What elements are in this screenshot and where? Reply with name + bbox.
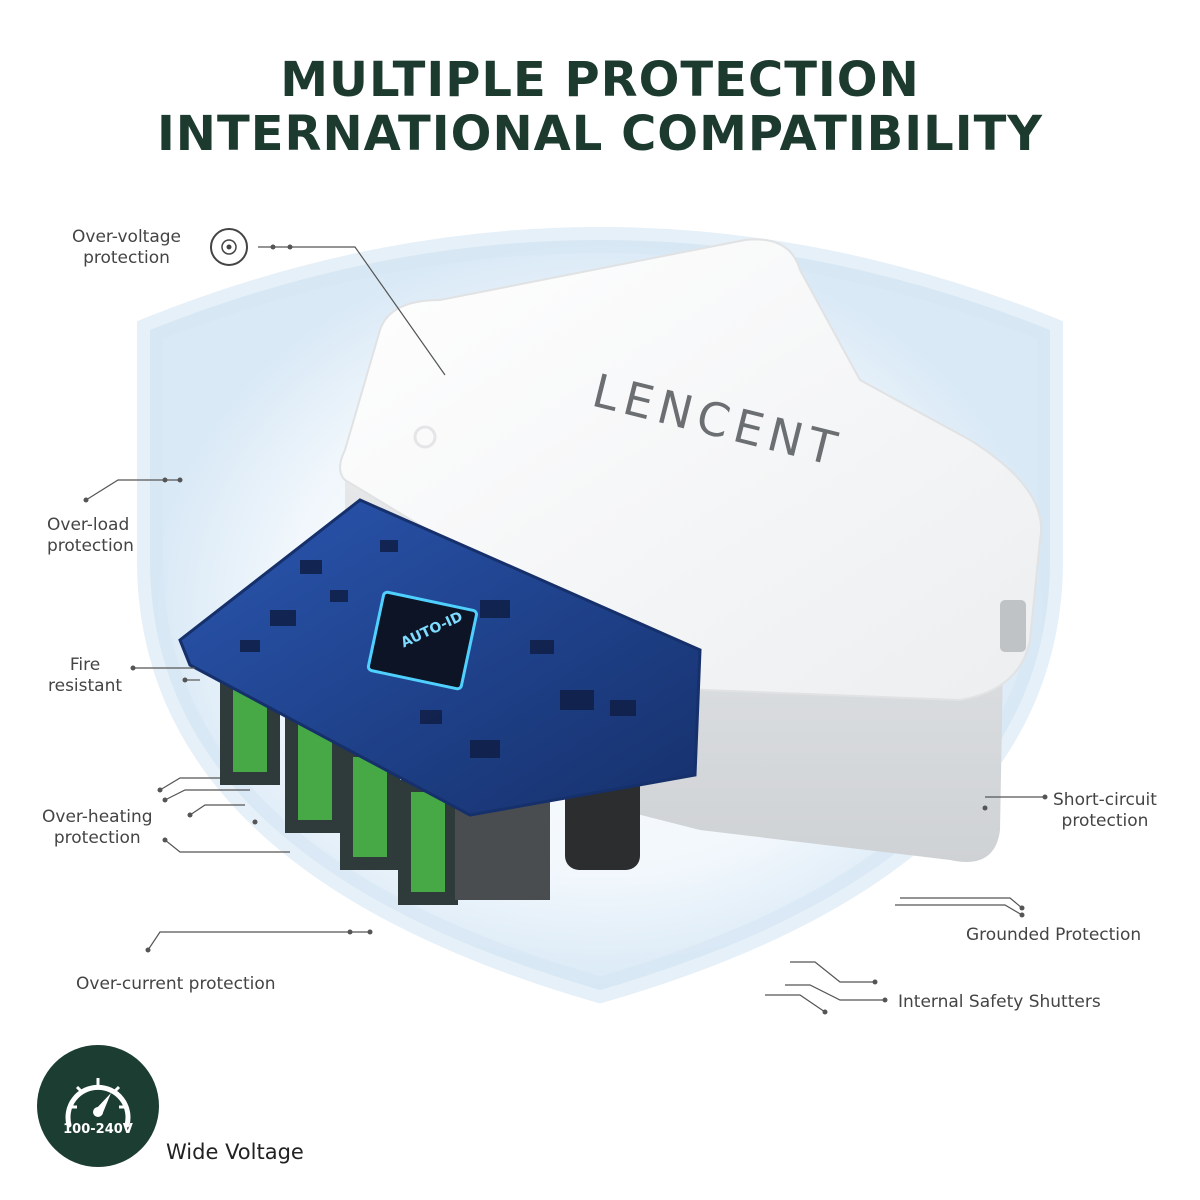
label-safety-shutters: Internal Safety Shutters xyxy=(898,992,1101,1012)
label-over-load: Over-load protection xyxy=(47,515,134,557)
prong xyxy=(1000,600,1026,652)
chip xyxy=(366,590,478,691)
label-over-voltage-line-1: Over-voltage xyxy=(72,227,181,247)
voltage-range: 100-240V xyxy=(63,1122,133,1137)
wide-voltage-label: Wide Voltage xyxy=(166,1140,304,1164)
leader-lines xyxy=(85,246,1045,1013)
label-over-voltage-line-2: protection xyxy=(83,248,170,268)
label-over-voltage: Over-voltage protection xyxy=(72,227,181,269)
label-fire-line-1: Fire xyxy=(69,655,101,675)
board-components xyxy=(240,540,636,758)
label-short-circuit: Short-circuit protection xyxy=(1053,790,1157,832)
label-over-heating-line-2: protection xyxy=(53,828,141,848)
label-over-heating: Over-heating protection xyxy=(42,807,153,849)
label-fire-resistant: Fire resistant xyxy=(48,655,122,697)
label-short-circuit-line-1: Short-circuit xyxy=(1053,790,1157,810)
label-grounded: Grounded Protection xyxy=(966,925,1142,945)
led-indicator xyxy=(413,425,437,449)
page-title-line-1: MULTIPLE PROTECTION xyxy=(280,52,920,108)
speedometer-icon xyxy=(65,1078,131,1128)
leader-dots xyxy=(83,244,1048,1015)
page-title-line-2: INTERNATIONAL COMPATIBILITY xyxy=(156,106,1044,162)
target-icon xyxy=(210,228,248,266)
label-over-load-line-2: protection xyxy=(47,536,134,556)
label-over-load-line-1: Over-load xyxy=(47,515,130,535)
label-short-circuit-line-2: protection xyxy=(1061,811,1149,831)
label-over-heating-line-1: Over-heating xyxy=(42,807,153,827)
label-fire-line-2: resistant xyxy=(48,676,123,696)
wide-voltage-badge: 100-240V xyxy=(37,1045,159,1167)
heatsink xyxy=(455,800,550,900)
label-over-current: Over-current protection xyxy=(76,974,276,994)
